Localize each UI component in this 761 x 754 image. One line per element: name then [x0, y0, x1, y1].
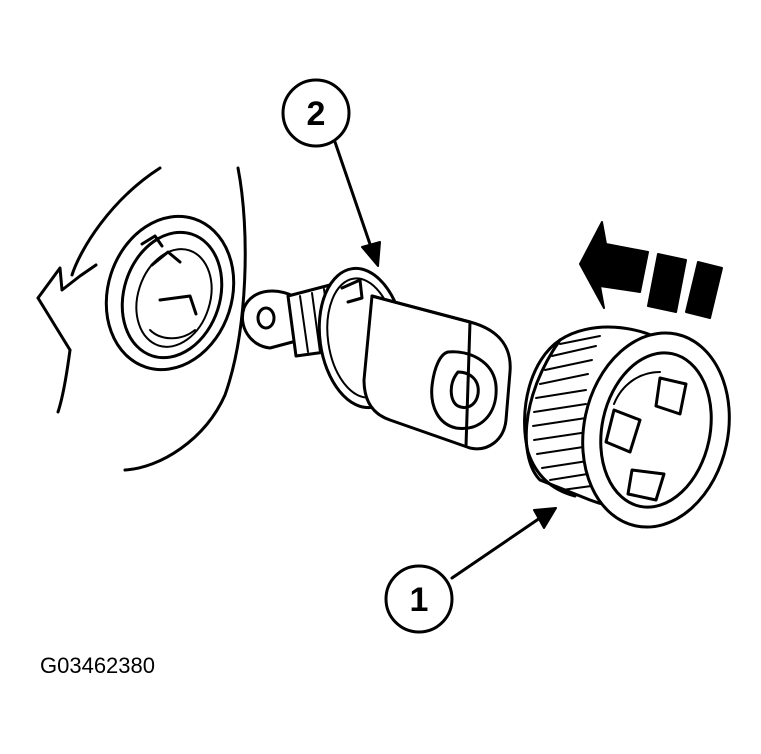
callout-2-label: 2 — [307, 95, 326, 133]
callout-1-leader — [450, 507, 557, 580]
callout-1-label: 1 — [410, 581, 429, 619]
sensor-body — [241, 266, 512, 451]
figure-code: G03462380 — [40, 653, 155, 678]
callout-1: 1 — [384, 564, 454, 634]
installation-direction-arrows — [579, 221, 723, 319]
callout-2: 2 — [281, 78, 351, 148]
callout-2-leader — [333, 140, 381, 267]
housing-port — [104, 214, 236, 372]
retaining-ring — [523, 325, 731, 529]
mounting-housing — [36, 166, 247, 472]
